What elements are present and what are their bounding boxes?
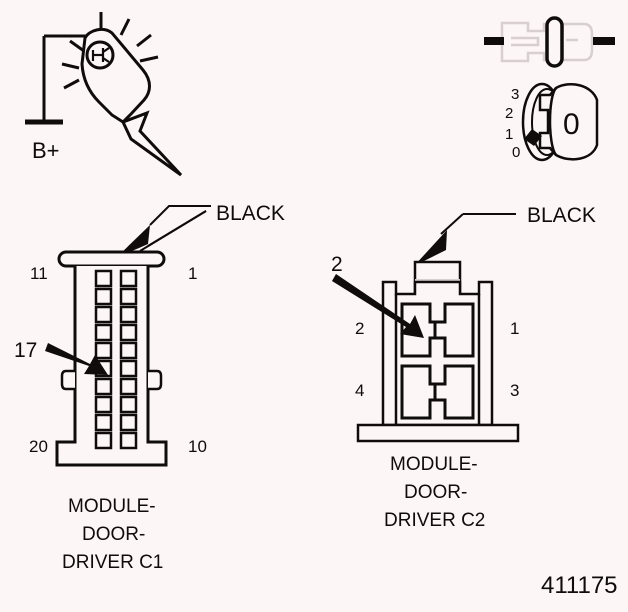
ignition-key-switch-icon: 3 2 1 0 0 (505, 82, 599, 162)
c2-name-line-3: DRIVER C2 (384, 510, 485, 531)
c1-pin (119, 413, 138, 432)
test-light-probe-tip (120, 110, 183, 177)
key-position-1-label: 1 (505, 126, 513, 143)
c1-pin-label-top-left: 11 (30, 264, 48, 283)
c1-pin (119, 395, 138, 414)
b-plus-label: B+ (32, 138, 60, 163)
c2-pin-label-top-right: 1 (510, 319, 519, 338)
key-head-zero-label: 0 (563, 108, 580, 141)
disconnect-left-wire (484, 37, 504, 45)
key-position-3-label: 3 (511, 86, 519, 103)
disconnect-right-socket (558, 22, 594, 62)
key-position-0-label: 0 (512, 144, 520, 161)
connector-disconnect-icon (484, 16, 615, 68)
c1-pin (94, 377, 113, 396)
c1-pin (119, 323, 138, 342)
c1-pin (119, 377, 138, 396)
test-light-filament-glyph (91, 47, 110, 63)
c1-pin (119, 431, 138, 450)
key-head-body (538, 83, 599, 161)
c1-name-line-3: DRIVER C1 (62, 552, 163, 573)
c2-black-leader-line-2 (440, 213, 464, 235)
c1-pin (94, 323, 113, 342)
c1-pin (119, 269, 138, 288)
c2-pin-label-top-left: 2 (355, 319, 364, 338)
c1-pin-label-top-right: 1 (188, 264, 197, 283)
connector-c1-group: BLACK (14, 202, 285, 573)
c1-pin (94, 341, 113, 360)
c2-pin-cavity-1 (433, 302, 475, 358)
c1-pin-grid (94, 269, 138, 450)
c1-wire-color-label: BLACK (216, 202, 285, 225)
c1-callout-pin-label: 17 (14, 339, 37, 362)
c1-pin (94, 413, 113, 432)
c1-pin (119, 305, 138, 324)
test-light-group: B+ (25, 12, 183, 177)
disconnect-right-wire (593, 37, 615, 45)
c1-pin (119, 359, 138, 378)
c1-left-latch-nub (60, 369, 75, 391)
c2-bottom-flange (356, 423, 520, 443)
c1-pin (94, 431, 113, 450)
c2-wire-color-label: BLACK (527, 204, 596, 227)
c2-black-arrowhead (414, 230, 447, 266)
c2-callout-pin-label: 2 (331, 253, 343, 276)
c2-pin-label-bottom-right: 3 (510, 381, 519, 400)
key-head-edge (548, 87, 558, 156)
key-position-2-label: 2 (505, 105, 513, 122)
c1-pin (94, 269, 113, 288)
c1-black-arrowhead (117, 225, 150, 257)
figure-number: 411175 (541, 572, 618, 599)
c2-name-line-1: MODULE- (390, 454, 478, 475)
c2-pin-cavities (400, 302, 475, 420)
c2-name-line-2: DOOR- (404, 482, 467, 503)
c2-pin-label-bottom-left: 4 (355, 381, 364, 400)
c1-pin (94, 395, 113, 414)
disconnect-separator-oval (545, 16, 564, 68)
c1-pin-label-bottom-left: 20 (29, 437, 48, 456)
c1-pin (119, 287, 138, 306)
c1-top-flange (57, 250, 166, 268)
c2-housing-outline (381, 280, 494, 427)
key-selected-position-marker (524, 129, 542, 146)
c1-name-line-1: MODULE- (68, 496, 156, 517)
c2-pin-cavity-3 (433, 364, 475, 420)
c1-black-leader (149, 205, 211, 226)
c1-callout-arrow (45, 343, 108, 375)
c1-pin (119, 341, 138, 360)
c1-name-line-2: DOOR- (82, 524, 145, 545)
c1-pin-label-bottom-right: 10 (188, 437, 207, 456)
c1-pin (94, 287, 113, 306)
c1-pin (94, 305, 113, 324)
connector-c2-group: BLACK 2 1 (331, 204, 596, 531)
c1-right-latch-nub (148, 369, 163, 391)
c2-callout-arrow (332, 274, 424, 338)
